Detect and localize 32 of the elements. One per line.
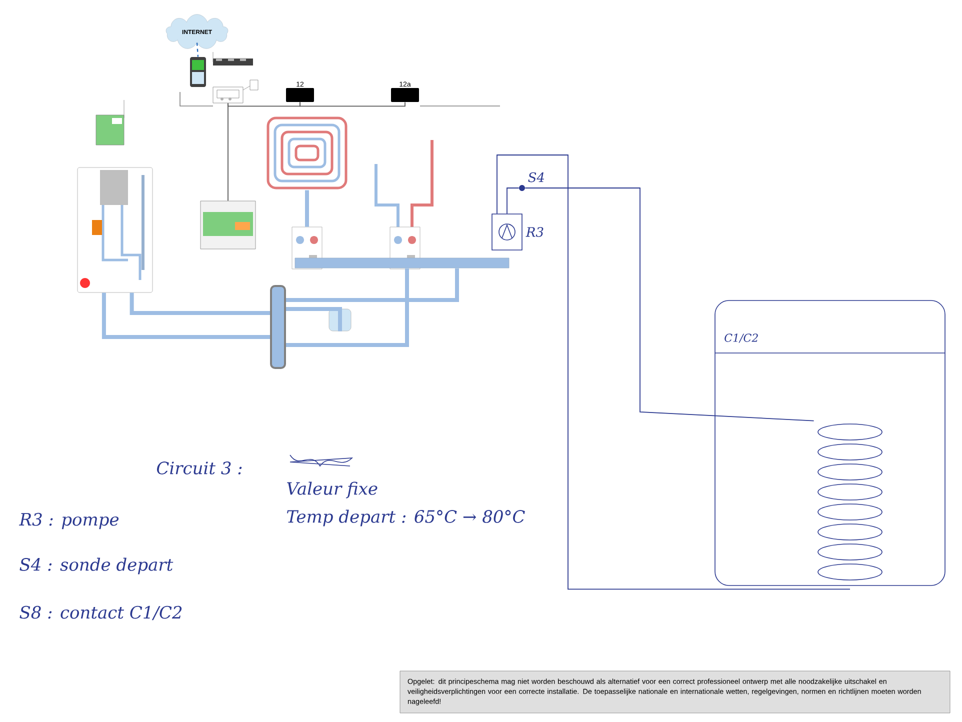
handwritten-note: S8 : contact C1/C2 bbox=[20, 606, 182, 620]
phone-icon bbox=[190, 57, 206, 87]
underfloor-coil-drawing bbox=[266, 116, 348, 190]
node-label: S4 bbox=[528, 172, 544, 182]
separator-drawing bbox=[270, 285, 286, 369]
connector-line bbox=[196, 42, 199, 57]
pipe bbox=[102, 292, 270, 339]
connector-line bbox=[228, 102, 300, 107]
pipe bbox=[305, 190, 309, 227]
pipe bbox=[286, 307, 342, 332]
pipe bbox=[286, 268, 459, 302]
connector-line bbox=[524, 188, 814, 422]
node-label: R3 bbox=[526, 227, 544, 237]
pump-box: R3 bbox=[492, 214, 544, 250]
coil-drawing bbox=[818, 424, 882, 580]
manifold-bar bbox=[294, 258, 510, 268]
tank-box: C1/C2 bbox=[714, 300, 946, 586]
router-icon bbox=[212, 52, 253, 66]
connector-line bbox=[496, 154, 850, 590]
handwritten-note: Valeur fixe bbox=[287, 482, 378, 498]
pipe bbox=[286, 268, 409, 347]
pipe bbox=[130, 292, 270, 315]
boiler-drawing bbox=[77, 167, 153, 293]
connector-line bbox=[300, 102, 406, 107]
handwritten-note: Temp depart : 65°C → 80°C bbox=[287, 510, 525, 526]
connector-line bbox=[506, 188, 520, 214]
handwritten-note: R3 : pompe bbox=[18, 512, 119, 530]
handwritten-note: S4 : sonde depart bbox=[20, 558, 174, 574]
handwritten-note: Circuit 3 : bbox=[157, 462, 242, 474]
control-module-drawing bbox=[200, 200, 256, 250]
module-drawing bbox=[96, 100, 124, 146]
gateway-icon bbox=[212, 80, 258, 104]
